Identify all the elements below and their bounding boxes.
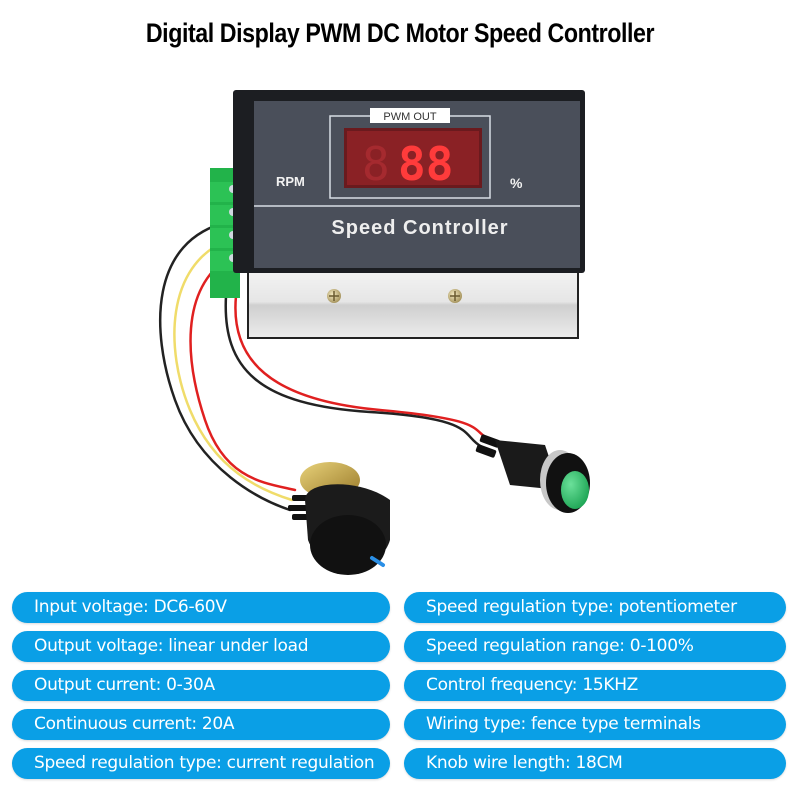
spec-output-voltage: Output voltage: linear under load xyxy=(12,631,390,662)
spec-knob-wire-length: Knob wire length: 18CM xyxy=(404,748,786,779)
spec-output-current: Output current: 0-30A xyxy=(12,670,390,701)
display-label: PWM OUT xyxy=(383,111,436,123)
spec-control-frequency: Control frequency: 15KHZ xyxy=(404,670,786,701)
spec-continuous-current: Continuous current: 20A xyxy=(12,709,390,740)
svg-text:8: 8 xyxy=(362,137,390,191)
spec-speed-regulation-type-pot: Speed regulation type: potentiometer xyxy=(404,592,786,623)
product-photo: PWM OUT 8 88 RPM % Speed Controller xyxy=(158,90,590,575)
display-digits: 88 xyxy=(398,137,453,191)
rpm-label: RPM xyxy=(276,174,305,189)
spec-input-voltage: Input voltage: DC6-60V xyxy=(12,592,390,623)
panel-label: Speed Controller xyxy=(331,217,508,239)
potentiometer-knob xyxy=(288,462,390,575)
percent-label: % xyxy=(510,175,523,191)
page-title: Digital Display PWM DC Motor Speed Contr… xyxy=(145,18,655,48)
spec-wiring-type: Wiring type: fence type terminals xyxy=(404,709,786,740)
push-button xyxy=(475,434,590,513)
spec-speed-regulation-type-current: Speed regulation type: current regulatio… xyxy=(12,748,390,779)
spec-speed-regulation-range: Speed regulation range: 0-100% xyxy=(404,631,786,662)
